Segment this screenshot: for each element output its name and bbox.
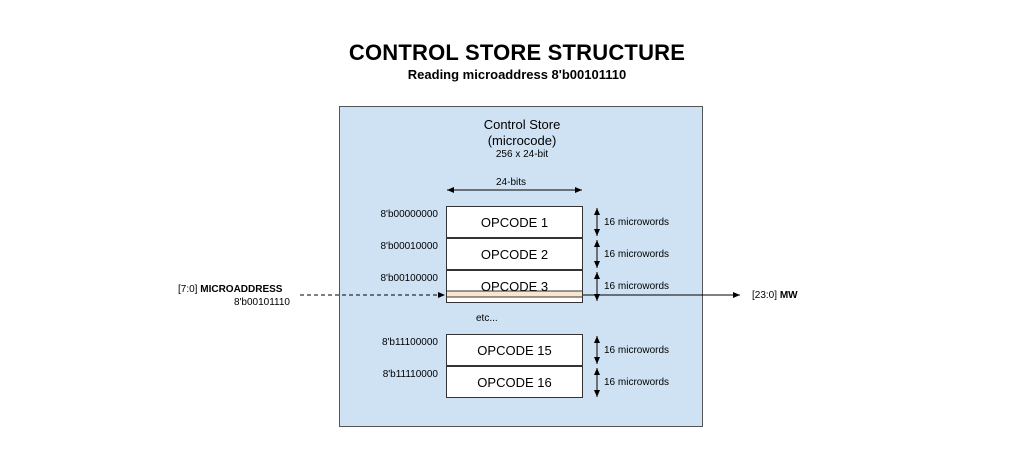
- microwords-label: 16 microwords: [604, 217, 670, 228]
- opcode-block: OPCODE 2: [446, 238, 583, 270]
- opcode-address: 8'b00100000: [380, 273, 438, 284]
- opcode-block: OPCODE 16: [446, 366, 583, 398]
- control-store-size: 256 x 24-bit: [495, 149, 549, 160]
- opcode-label: OPCODE 3: [480, 279, 549, 294]
- microaddress-bits: [7:0]: [178, 284, 198, 295]
- microaddress-name: MICROADDRESS: [200, 284, 283, 295]
- opcode-address: 8'b00000000: [380, 209, 438, 220]
- opcode-block: OPCODE 1: [446, 206, 583, 238]
- selected-microword-row: [447, 291, 582, 297]
- opcode-address: 8'b11100000: [381, 337, 438, 348]
- diagram-title: CONTROL STORE STRUCTURE: [348, 40, 686, 65]
- microwords-label: 16 microwords: [604, 377, 670, 388]
- etc-label: etc...: [476, 313, 498, 324]
- mw-output-label: [23:0] MW: [752, 290, 798, 301]
- mw-name: MW: [779, 290, 798, 301]
- microaddress-input-label: [7:0] MICROADDRESS: [178, 284, 282, 295]
- control-store-name-line1: Control Store: [483, 117, 561, 132]
- opcode-label: OPCODE 16: [477, 375, 552, 390]
- control-store-name-line2: (microcode): [487, 133, 557, 148]
- diagram-subtitle: Reading microaddress 8'b00101110: [407, 67, 627, 82]
- opcode-block: OPCODE 15: [446, 334, 583, 366]
- opcode-label: OPCODE 2: [480, 247, 549, 262]
- microwords-label: 16 microwords: [604, 345, 670, 356]
- width-label: 24-bits: [496, 177, 527, 188]
- opcode-label: OPCODE 1: [480, 215, 549, 230]
- control-store-name: Control Store (microcode): [339, 117, 705, 149]
- mw-bits: [23:0]: [752, 290, 778, 301]
- opcode-address: 8'b11110000: [382, 369, 438, 380]
- microwords-label: 16 microwords: [604, 281, 670, 292]
- microwords-label: 16 microwords: [604, 249, 670, 260]
- opcode-address: 8'b00010000: [380, 241, 438, 252]
- microaddress-value: 8'b00101110: [233, 297, 290, 308]
- opcode-label: OPCODE 15: [477, 343, 552, 358]
